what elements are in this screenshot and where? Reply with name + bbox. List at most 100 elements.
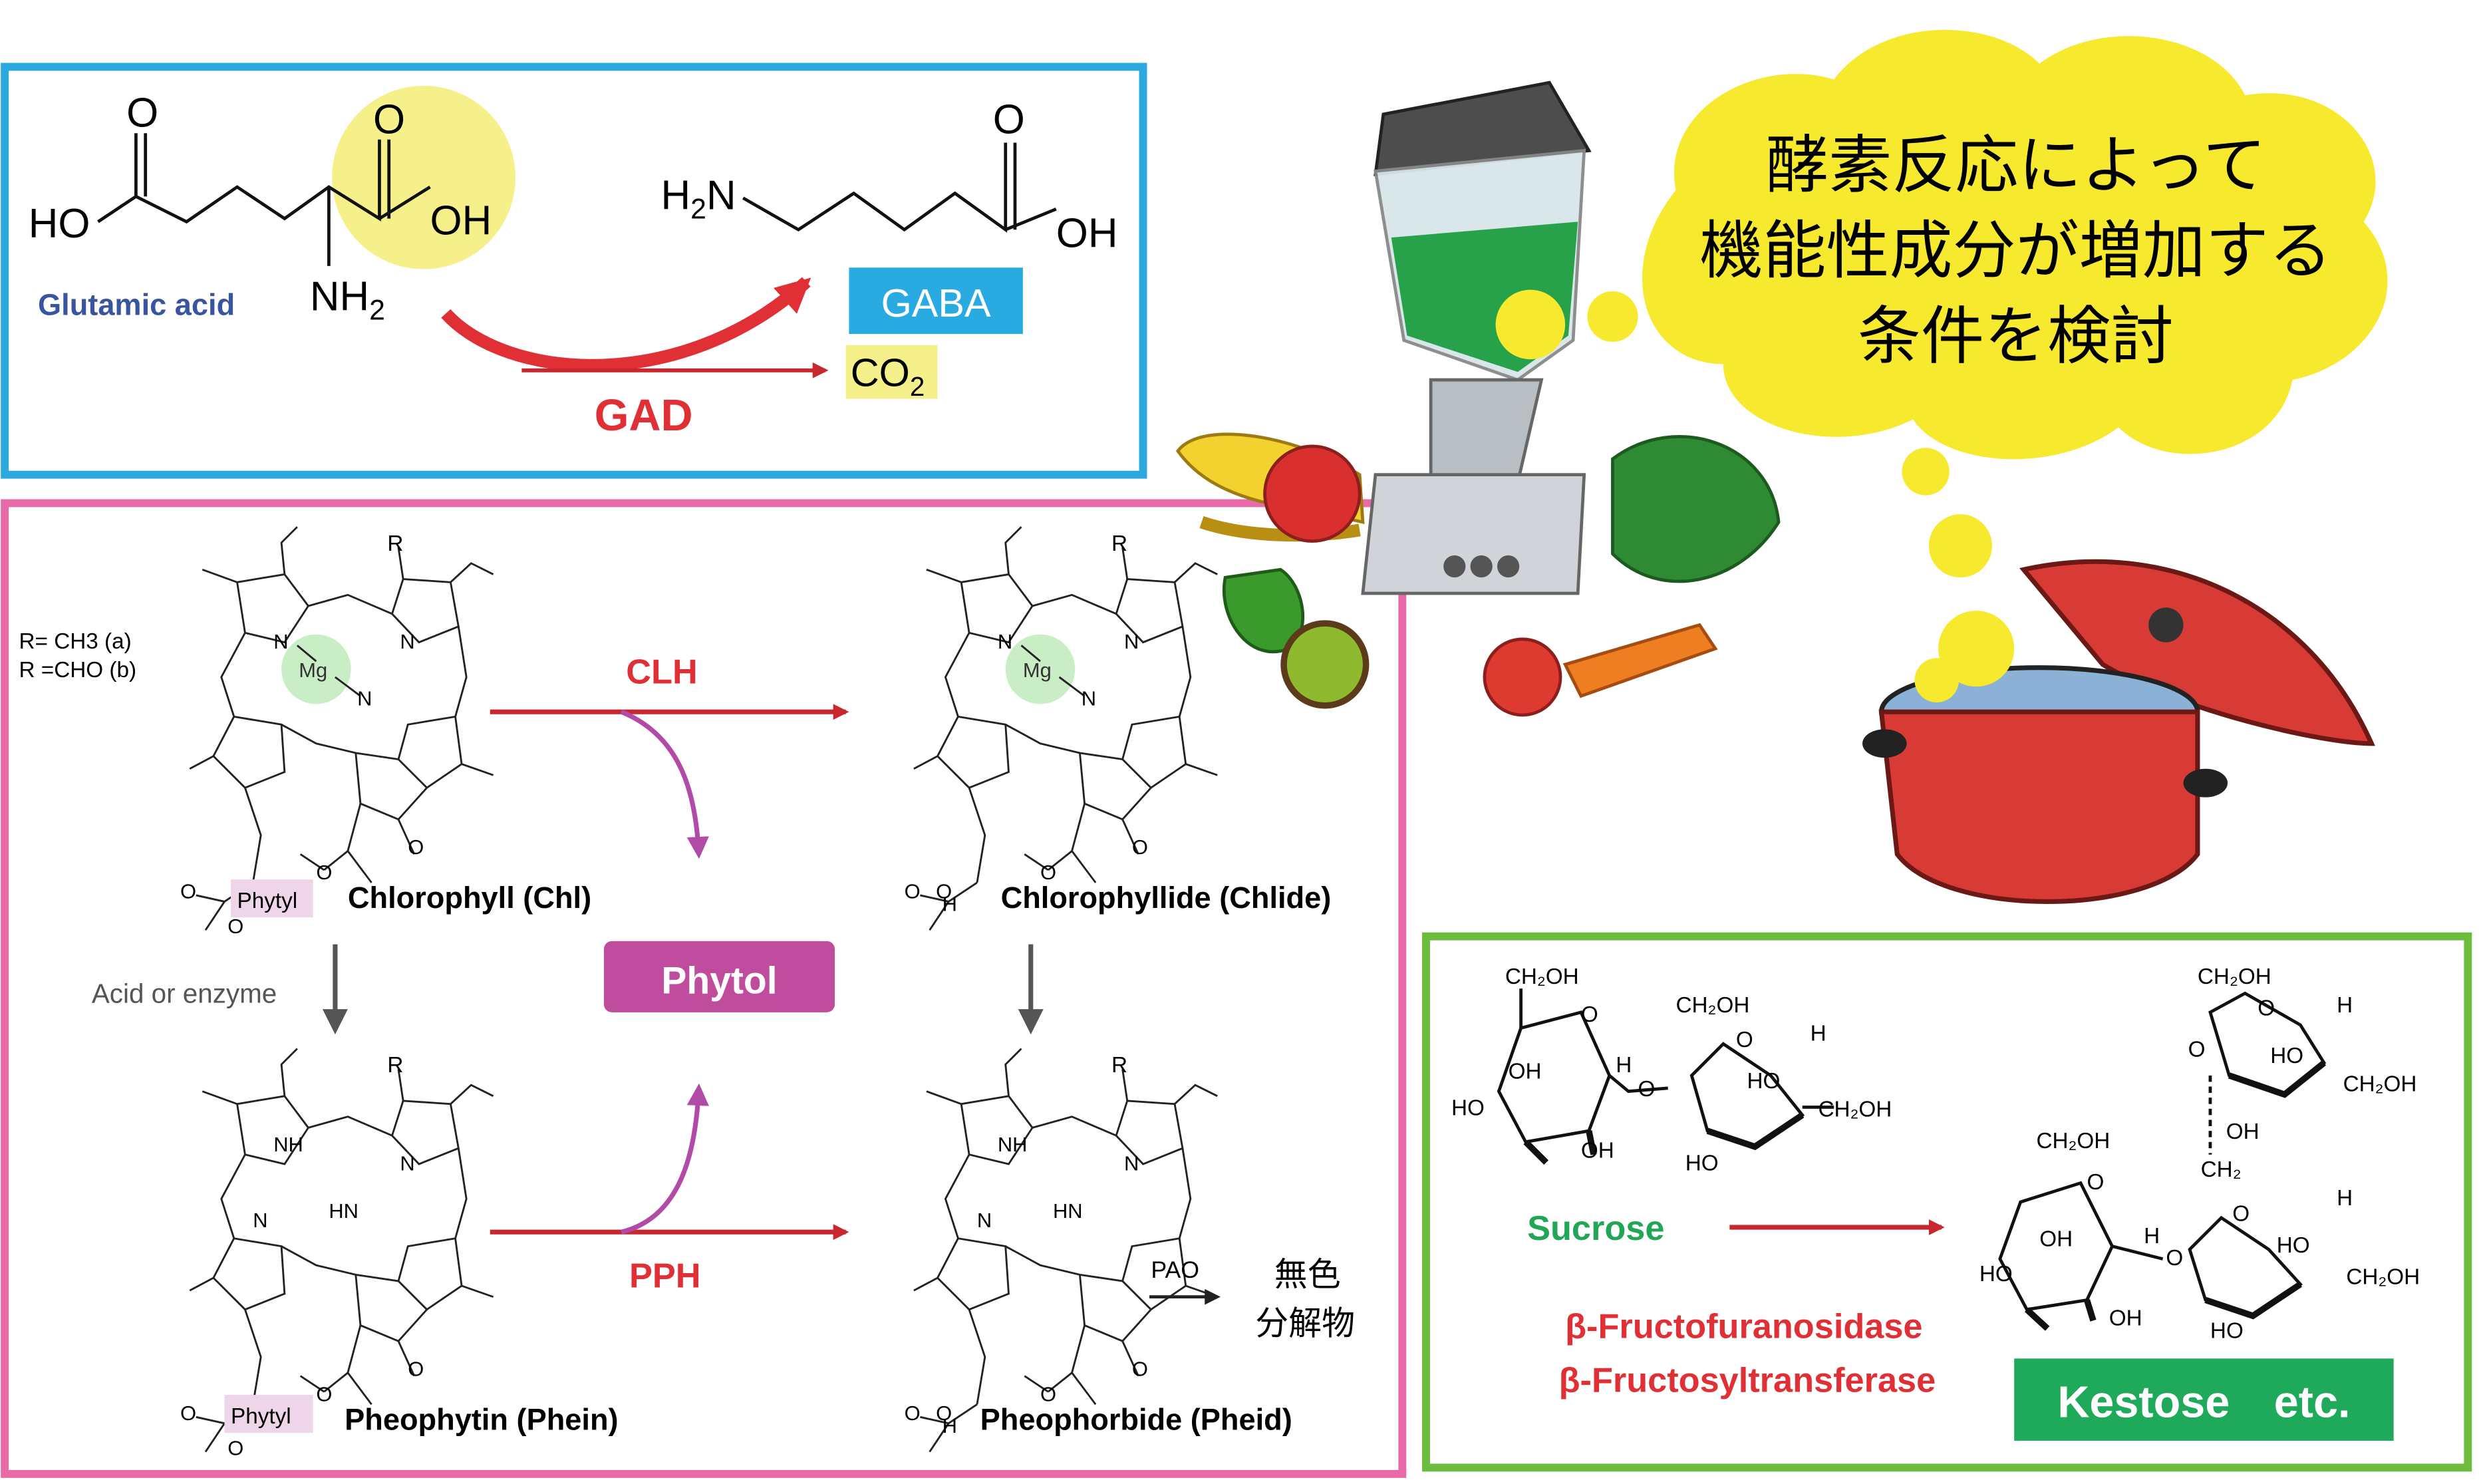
decarboxylation-arrow xyxy=(441,277,811,372)
gaba-label: GABA xyxy=(881,281,991,325)
carboxyl-highlight xyxy=(332,85,515,269)
thought-cloud: 酵素反応によって 機能性成分が増加する 条件を検討 xyxy=(1495,29,2388,702)
svg-text:N: N xyxy=(400,630,414,653)
svg-text:CH₂OH: CH₂OH xyxy=(2036,1129,2110,1153)
svg-text:H: H xyxy=(943,893,957,916)
svg-text:HO: HO xyxy=(1685,1151,1719,1176)
atom-o: O xyxy=(993,96,1025,142)
chlorophyllide-label: Chlorophyllide (Chlide) xyxy=(1001,881,1332,915)
atom-oh: OH xyxy=(1056,210,1118,256)
vegetables-illustration xyxy=(1175,432,1781,717)
svg-text:Mg: Mg xyxy=(299,659,327,682)
svg-text:Mg: Mg xyxy=(1023,659,1052,682)
svg-text:OH: OH xyxy=(2039,1227,2073,1252)
svg-text:O: O xyxy=(1040,1383,1056,1406)
svg-text:OH: OH xyxy=(2226,1119,2260,1144)
fructosyltransferase-label: β-Fructosyltransferase xyxy=(1559,1361,1936,1400)
svg-text:O: O xyxy=(905,1402,921,1425)
thought-line-2: 機能性成分が増加する xyxy=(1699,214,2332,287)
svg-text:O: O xyxy=(1581,1002,1598,1027)
acid-or-enzyme-label: Acid or enzyme xyxy=(92,978,277,1009)
svg-text:O: O xyxy=(316,861,332,884)
svg-text:N: N xyxy=(273,630,288,653)
kestose-label: Kestose etc. xyxy=(2057,1378,2350,1427)
svg-text:HO: HO xyxy=(2270,1044,2303,1068)
kestose-box xyxy=(2014,1358,2394,1441)
colorless-label-line1: 無色 xyxy=(1274,1255,1341,1294)
svg-text:O: O xyxy=(408,835,424,859)
phytol-label: Phytol xyxy=(661,959,777,1002)
svg-text:O: O xyxy=(316,1383,332,1406)
pheophorbide-structure: R NH N N HN O O O O H xyxy=(905,1048,1219,1453)
svg-text:NH: NH xyxy=(998,1133,1028,1156)
svg-text:H: H xyxy=(1811,1022,1826,1046)
svg-text:CH₂OH: CH₂OH xyxy=(1676,993,1750,1018)
svg-text:R: R xyxy=(1111,1053,1127,1078)
gaba-panel: O O HO OH NH2 Glutamic acid H2N O OH GAD… xyxy=(1,63,1147,479)
chlorophyll-panel: R= CH3 (a) R =CHO (b) Mg R N N N O O O O… xyxy=(1,499,1407,1478)
svg-text:O: O xyxy=(180,1402,196,1425)
blender-illustration xyxy=(1361,80,1592,595)
svg-text:CH₂OH: CH₂OH xyxy=(1505,965,1579,989)
svg-text:NH: NH xyxy=(273,1133,303,1156)
svg-text:N: N xyxy=(1082,687,1096,710)
co2-highlight xyxy=(845,345,938,399)
svg-text:R: R xyxy=(387,1053,403,1078)
r-definition-a: R= CH3 (a) xyxy=(19,629,132,654)
svg-text:OH: OH xyxy=(2109,1306,2142,1330)
svg-text:O: O xyxy=(408,1358,424,1381)
svg-text:O: O xyxy=(1040,861,1056,884)
svg-text:CH₂OH: CH₂OH xyxy=(2346,1265,2420,1290)
svg-text:O: O xyxy=(1132,835,1148,859)
thought-line-3: 条件を検討 xyxy=(1858,300,2174,373)
svg-text:N: N xyxy=(357,687,372,710)
svg-text:O: O xyxy=(1132,1358,1148,1381)
svg-text:N: N xyxy=(998,630,1012,653)
gaba-bonds xyxy=(742,142,1057,233)
pheophorbide-label: Pheophorbide (Pheid) xyxy=(980,1402,1292,1436)
chlorophyll-panel-frame xyxy=(1,499,1407,1478)
svg-text:O: O xyxy=(2232,1202,2250,1227)
svg-text:O: O xyxy=(227,1436,243,1459)
svg-text:N: N xyxy=(253,1209,267,1232)
thought-cloud-shape xyxy=(1642,29,2388,460)
svg-text:HO: HO xyxy=(1451,1096,1485,1120)
svg-text:HO: HO xyxy=(2210,1318,2244,1343)
chlorophyllide-structure: Mg R N N N O O O O H xyxy=(905,525,1219,931)
gaba-panel-frame xyxy=(1,63,1147,479)
clh-phytol-release-arrow xyxy=(620,709,709,859)
atom-nh2: NH2 xyxy=(310,273,385,326)
svg-text:H: H xyxy=(1616,1053,1632,1078)
atom-o: O xyxy=(126,90,158,136)
chlorophyll-label: Chlorophyll (Chl) xyxy=(348,881,591,915)
svg-text:H: H xyxy=(2337,993,2353,1018)
atom-h2n: H2N xyxy=(661,172,736,225)
svg-text:O: O xyxy=(180,880,196,903)
svg-text:H: H xyxy=(2144,1224,2160,1249)
svg-text:O: O xyxy=(2087,1170,2105,1195)
pheophytin-label: Pheophytin (Phein) xyxy=(345,1402,618,1436)
glutamic-acid-label: Glutamic acid xyxy=(38,288,235,322)
thought-line-1: 酵素反応によって xyxy=(1765,129,2266,202)
svg-text:HO: HO xyxy=(1979,1262,2013,1286)
svg-text:CH₂OH: CH₂OH xyxy=(2343,1072,2417,1097)
svg-text:N: N xyxy=(1124,1152,1139,1175)
r-definition-b: R =CHO (b) xyxy=(19,658,137,682)
svg-text:HO: HO xyxy=(2277,1233,2310,1258)
clh-label: CLH xyxy=(626,653,697,691)
sucrose-label: Sucrose xyxy=(1527,1209,1664,1248)
sugar-panel: CH₂OH O H OH HO OH O CH₂OH O H HO CH₂OH … xyxy=(1422,932,2472,1472)
svg-text:O: O xyxy=(2258,996,2275,1021)
svg-text:R: R xyxy=(1111,531,1127,556)
colorless-label-line2: 分解物 xyxy=(1255,1304,1355,1343)
svg-text:HN: HN xyxy=(329,1199,359,1223)
svg-text:HO: HO xyxy=(1747,1069,1780,1094)
svg-text:OH: OH xyxy=(1581,1139,1614,1163)
phytol-box xyxy=(603,941,835,1012)
glutamic-acid-bonds xyxy=(97,133,431,266)
svg-text:Phytyl: Phytyl xyxy=(237,889,298,913)
gaba-label-box xyxy=(849,267,1023,335)
svg-text:H: H xyxy=(943,1414,957,1437)
svg-text:O: O xyxy=(1736,1028,1753,1052)
